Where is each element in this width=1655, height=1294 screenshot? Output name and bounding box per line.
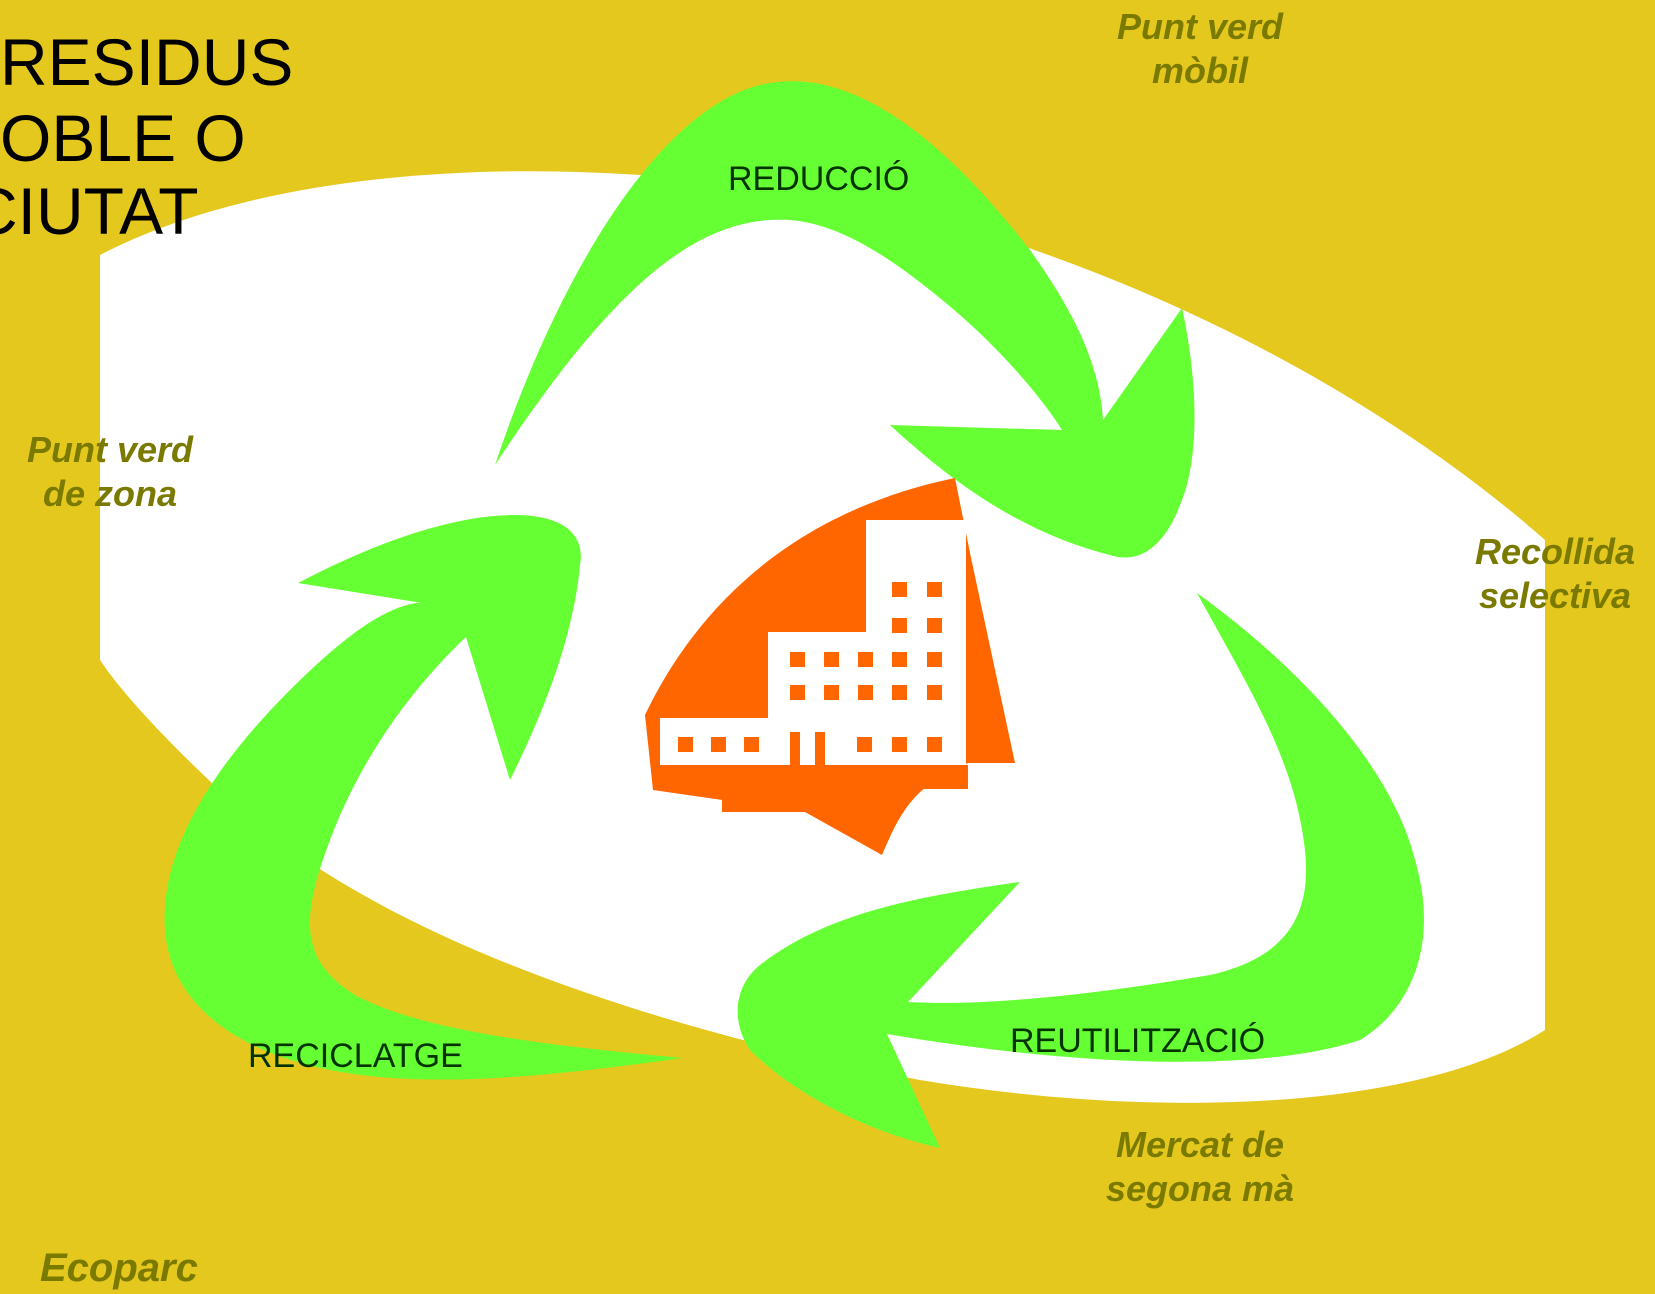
place-second-hand-line-1: Mercat de xyxy=(1115,1124,1285,1165)
arrow-reuse xyxy=(737,593,1424,1148)
recycle-arrows-icon xyxy=(164,81,1424,1148)
building-tower xyxy=(866,520,966,765)
stage-label-recycling: RECICLATGE xyxy=(248,1037,463,1075)
place-second-hand-market: Mercat de segona mà xyxy=(1000,1123,1400,1211)
place-selective-line-2: selectiva xyxy=(1478,575,1632,616)
title-line-1: RESIDUS xyxy=(0,25,294,99)
stage-label-reduction: REDUCCIÓ xyxy=(728,160,910,198)
building-windows xyxy=(678,582,942,765)
place-selective-line-1: Recollida xyxy=(1474,531,1636,572)
arrow-reduction xyxy=(495,81,1195,558)
place-mobile-line-2: mòbil xyxy=(1152,50,1248,91)
stage-label-reuse: REUTILITZACIÓ xyxy=(1010,1022,1266,1060)
building-street xyxy=(722,800,872,812)
building-base xyxy=(653,777,968,789)
building-base-gap xyxy=(653,765,968,777)
place-zone-line-2: de zona xyxy=(42,473,177,514)
place-mobile-line-1: Punt verd xyxy=(1116,6,1284,47)
building-icon xyxy=(645,478,1015,855)
title-line-2: OBLE O xyxy=(0,101,246,175)
place-mobile-green-point: Punt verd mòbil xyxy=(1000,5,1400,93)
place-zone-line-1: Punt verd xyxy=(26,429,194,470)
building-tower-top xyxy=(886,520,966,552)
place-selective-collection: Recollida selectiva xyxy=(1425,530,1655,618)
arrow-recycling xyxy=(164,515,684,1080)
place-second-hand-line-2: segona mà xyxy=(1105,1168,1295,1209)
place-ecopark-line-1: Ecoparc xyxy=(40,1246,198,1290)
title-line-3: CIUTAT xyxy=(0,174,199,248)
place-ecopark: Ecoparc xyxy=(40,1246,240,1290)
place-zone-green-point: Punt verd de zona xyxy=(0,428,220,516)
